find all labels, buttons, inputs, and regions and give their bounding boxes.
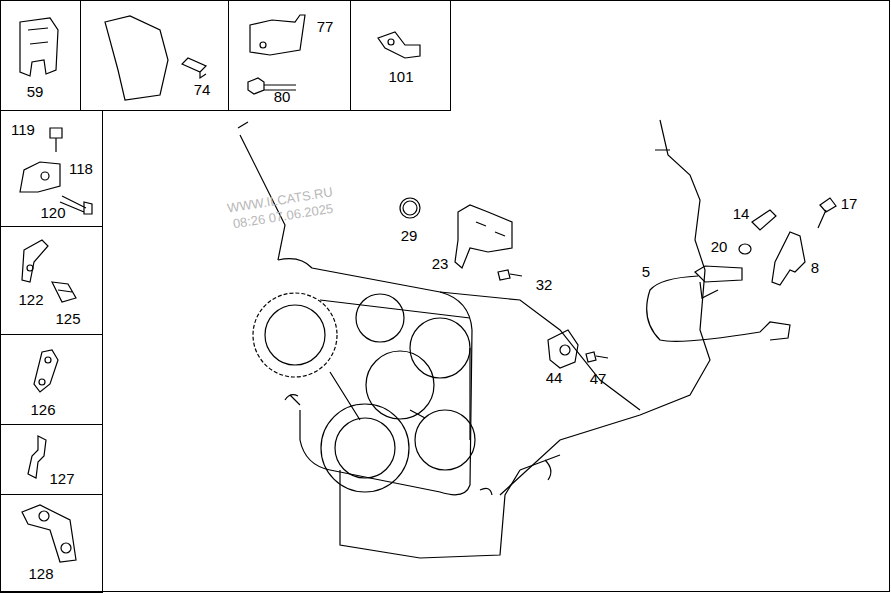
callout-number: 125 (55, 311, 80, 326)
sensor-parts (400, 198, 836, 368)
callout-number: 77 (317, 19, 334, 34)
callout-number: 80 (274, 89, 291, 104)
parts-panel: 59 (0, 0, 81, 111)
callout-number: 128 (28, 566, 53, 581)
callout-number: 59 (27, 84, 44, 99)
callout-number: 14 (733, 206, 750, 221)
callout-number: 126 (30, 402, 55, 417)
parts-panel: 101 (350, 0, 451, 111)
parts-panel: 128 (0, 494, 103, 593)
callout-number: 101 (388, 69, 413, 84)
callout-number: 47 (590, 371, 607, 386)
callout-number: 44 (546, 370, 563, 385)
callout-number: 29 (401, 228, 418, 243)
callout-number: 23 (432, 256, 449, 271)
callout-number: 17 (841, 196, 858, 211)
callout-number: 32 (536, 277, 553, 292)
callout-number: 8 (811, 260, 819, 275)
engine-outline (238, 120, 710, 558)
callout-number: 127 (49, 471, 74, 486)
parts-panel: 119 118 120 (0, 110, 103, 227)
callout-number: 120 (40, 205, 65, 220)
callout-number: 74 (194, 82, 211, 97)
callout-number: 118 (69, 161, 93, 176)
callout-number: 122 (18, 292, 43, 307)
parts-panel: 122 125 (0, 226, 103, 335)
callout-number: 20 (711, 239, 728, 254)
parts-panel: 77 80 (228, 0, 351, 111)
parts-panel: 126 (0, 334, 103, 425)
callout-number: 5 (642, 264, 650, 279)
parts-panel: 127 (0, 424, 103, 495)
parts-panel: 74 (80, 0, 229, 111)
callout-number: 119 (11, 122, 35, 137)
